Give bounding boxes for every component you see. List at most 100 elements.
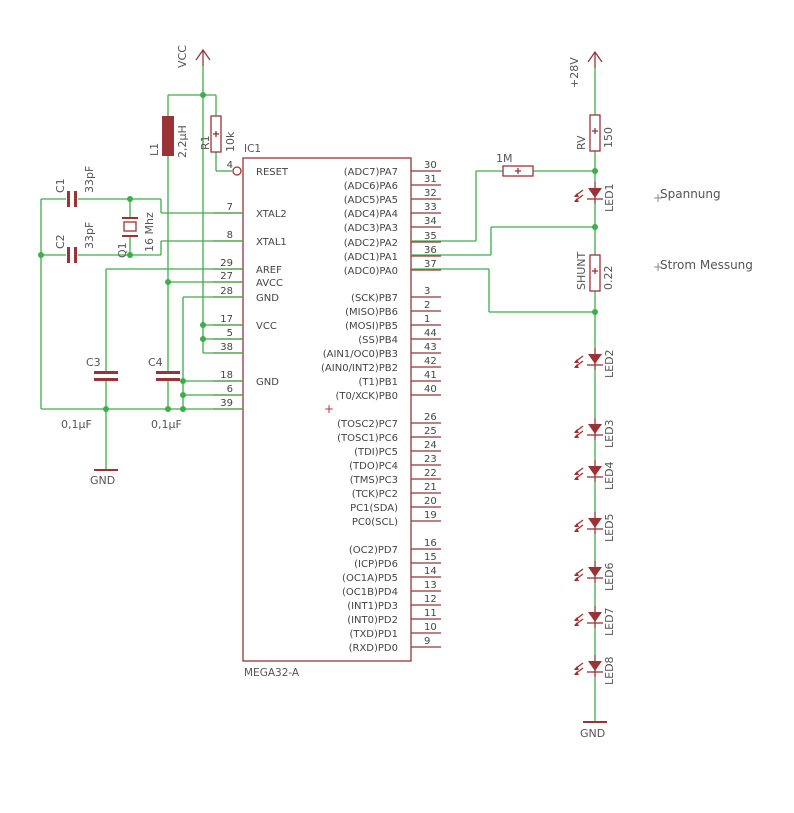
ic-right-pin-number: 32 xyxy=(424,188,437,199)
annotation-strom: Strom Messung xyxy=(660,258,753,272)
ic-right-pin-label: (ICP)PD6 xyxy=(354,559,398,570)
ic-right-pin-label: (TXD)PD1 xyxy=(349,629,398,640)
c1-name: C1 xyxy=(54,178,67,193)
ic-right-pin-label: (TDO)PC4 xyxy=(349,461,398,472)
ic-right-pin-number: 31 xyxy=(424,174,437,185)
q1-name: Q1 xyxy=(116,242,129,258)
ic-right-pin-number: 43 xyxy=(424,342,437,353)
ic-right-pin-number: 11 xyxy=(424,608,437,619)
c3-value: 0,1µF xyxy=(61,418,92,431)
ic-right-pin-number: 1 xyxy=(424,314,430,325)
ic-left-pin-number: 27 xyxy=(220,271,233,282)
led-label: LED5 xyxy=(603,513,616,542)
ic-left-pin-label: RESET xyxy=(256,167,289,178)
ic-left-pin-number: 4 xyxy=(227,160,233,171)
ic-right-pin-label: PC1(SDA) xyxy=(350,503,398,514)
ic-right-pin-number: 21 xyxy=(424,482,437,493)
l1-value: 2,2µH xyxy=(176,125,189,158)
led-label: LED8 xyxy=(603,656,616,685)
c4-value: 0,1µF xyxy=(151,418,182,431)
ic-right-pin-number: 33 xyxy=(424,202,437,213)
c3-name: C3 xyxy=(86,356,101,369)
ic-right-pin-number: 25 xyxy=(424,426,437,437)
ic-left-pin-number: 17 xyxy=(220,314,233,325)
ic-right-pin-label: (ADC7)PA7 xyxy=(344,167,398,178)
ic-right-pin-number: 24 xyxy=(424,440,437,451)
ic-left-pin-number: 8 xyxy=(227,230,233,241)
ic-right-pin-number: 10 xyxy=(424,622,437,633)
gnd-right-label: GND xyxy=(580,727,605,740)
vcc-supply: VCC xyxy=(176,45,211,68)
led-label: LED4 xyxy=(603,461,616,490)
ic-right-pin-label: (TMS)PC3 xyxy=(350,475,398,486)
ic-right-pin-number: 44 xyxy=(424,328,437,339)
c2-value: 33pF xyxy=(83,222,96,249)
ic-right-pin-label: (T0/XCK)PB0 xyxy=(335,391,398,402)
right-wires xyxy=(411,68,596,722)
resistor-r1: R1 10k xyxy=(199,115,237,153)
ic-right-pin-label: (OC2)PD7 xyxy=(349,545,398,556)
ic-right-pin-number: 19 xyxy=(424,510,437,521)
led-triangle xyxy=(588,424,602,434)
ic-left-pin-label: XTAL1 xyxy=(256,237,287,248)
led-1: LED1 xyxy=(574,182,616,212)
ic-right-pin-number: 9 xyxy=(424,636,430,647)
led-label: LED2 xyxy=(603,349,616,378)
ic-right-pin-label: (ADC1)PA1 xyxy=(344,252,398,263)
ic-right-pin-number: 3 xyxy=(424,286,430,297)
ic-right-pin-label: (ADC6)PA6 xyxy=(344,181,398,192)
ic-right-pin-number: 34 xyxy=(424,216,437,227)
ic-left-pin-label: GND xyxy=(256,293,279,304)
ic-left-pin-number: 28 xyxy=(220,286,233,297)
led-triangle xyxy=(588,354,602,364)
ic-right-pin-number: 13 xyxy=(424,580,437,591)
ic-left-pin-number: 5 xyxy=(227,328,233,339)
ic-right-pin-number: 36 xyxy=(424,245,437,256)
capacitor-c4: C4 0,1µF xyxy=(148,356,182,431)
ic-right-pin-label: (TDI)PC5 xyxy=(354,447,398,458)
ic-right-pin-number: 20 xyxy=(424,496,437,507)
led-5: LED5 xyxy=(574,512,616,542)
annotation-spannung-mark: + xyxy=(653,191,663,205)
led-6: LED6 xyxy=(574,561,616,591)
reset-inversion-bubble xyxy=(232,166,242,176)
ic-right-pin-label: (MISO)PB6 xyxy=(345,307,398,318)
ic-right-pin-number: 30 xyxy=(424,160,437,171)
ic-left-pin-number: 38 xyxy=(220,342,233,353)
ic-right-pin-label: (AIN0/INT2)PB2 xyxy=(321,363,398,374)
ic-right-pin-label: (ADC5)PA5 xyxy=(344,195,398,206)
led-triangle xyxy=(588,661,602,671)
gnd-right: GND xyxy=(580,721,607,740)
ic-right-pin-number: 35 xyxy=(424,231,437,242)
led-triangle xyxy=(588,188,602,198)
ic-left-pin-label: AVCC xyxy=(256,278,283,289)
shunt-name: SHUNT xyxy=(575,251,588,290)
ic-right-pin-number: 2 xyxy=(424,300,430,311)
resistor-rv: RV 150 xyxy=(575,114,615,152)
vcc-wires xyxy=(40,66,243,470)
led-2: LED2 xyxy=(574,348,616,378)
led-7: LED7 xyxy=(574,606,616,636)
ic-right-pin-label: (ADC2)PA2 xyxy=(344,238,398,249)
ic-right-pin-number: 15 xyxy=(424,552,437,563)
inductor-l1: L1 2,2µH xyxy=(148,116,189,158)
resistor-1m: 1M xyxy=(496,152,534,177)
led-label: LED6 xyxy=(603,562,616,591)
ic-right-pin-number: 26 xyxy=(424,412,437,423)
ic-left-pin-label: XTAL2 xyxy=(256,209,287,220)
ic-right-pin-label: (AIN1/OC0)PB3 xyxy=(323,349,398,360)
ic-right-pin-number: 40 xyxy=(424,384,437,395)
led-triangle xyxy=(588,612,602,622)
ic-right-pin-label: (INT0)PD2 xyxy=(347,615,398,626)
ic-right-pin-number: 14 xyxy=(424,566,437,577)
ic-right-pin-label: (TOSC2)PC7 xyxy=(337,419,398,430)
c1-value: 33pF xyxy=(83,166,96,193)
rv-name: RV xyxy=(575,135,588,150)
ic-value: MEGA32-A xyxy=(244,667,300,679)
gnd-left: GND xyxy=(90,469,118,487)
r1-value: 10k xyxy=(224,131,237,152)
capacitor-c2: C2 33pF xyxy=(54,222,96,263)
ic-left-pin-label: GND xyxy=(256,377,279,388)
v28-label: +28V xyxy=(568,57,581,88)
